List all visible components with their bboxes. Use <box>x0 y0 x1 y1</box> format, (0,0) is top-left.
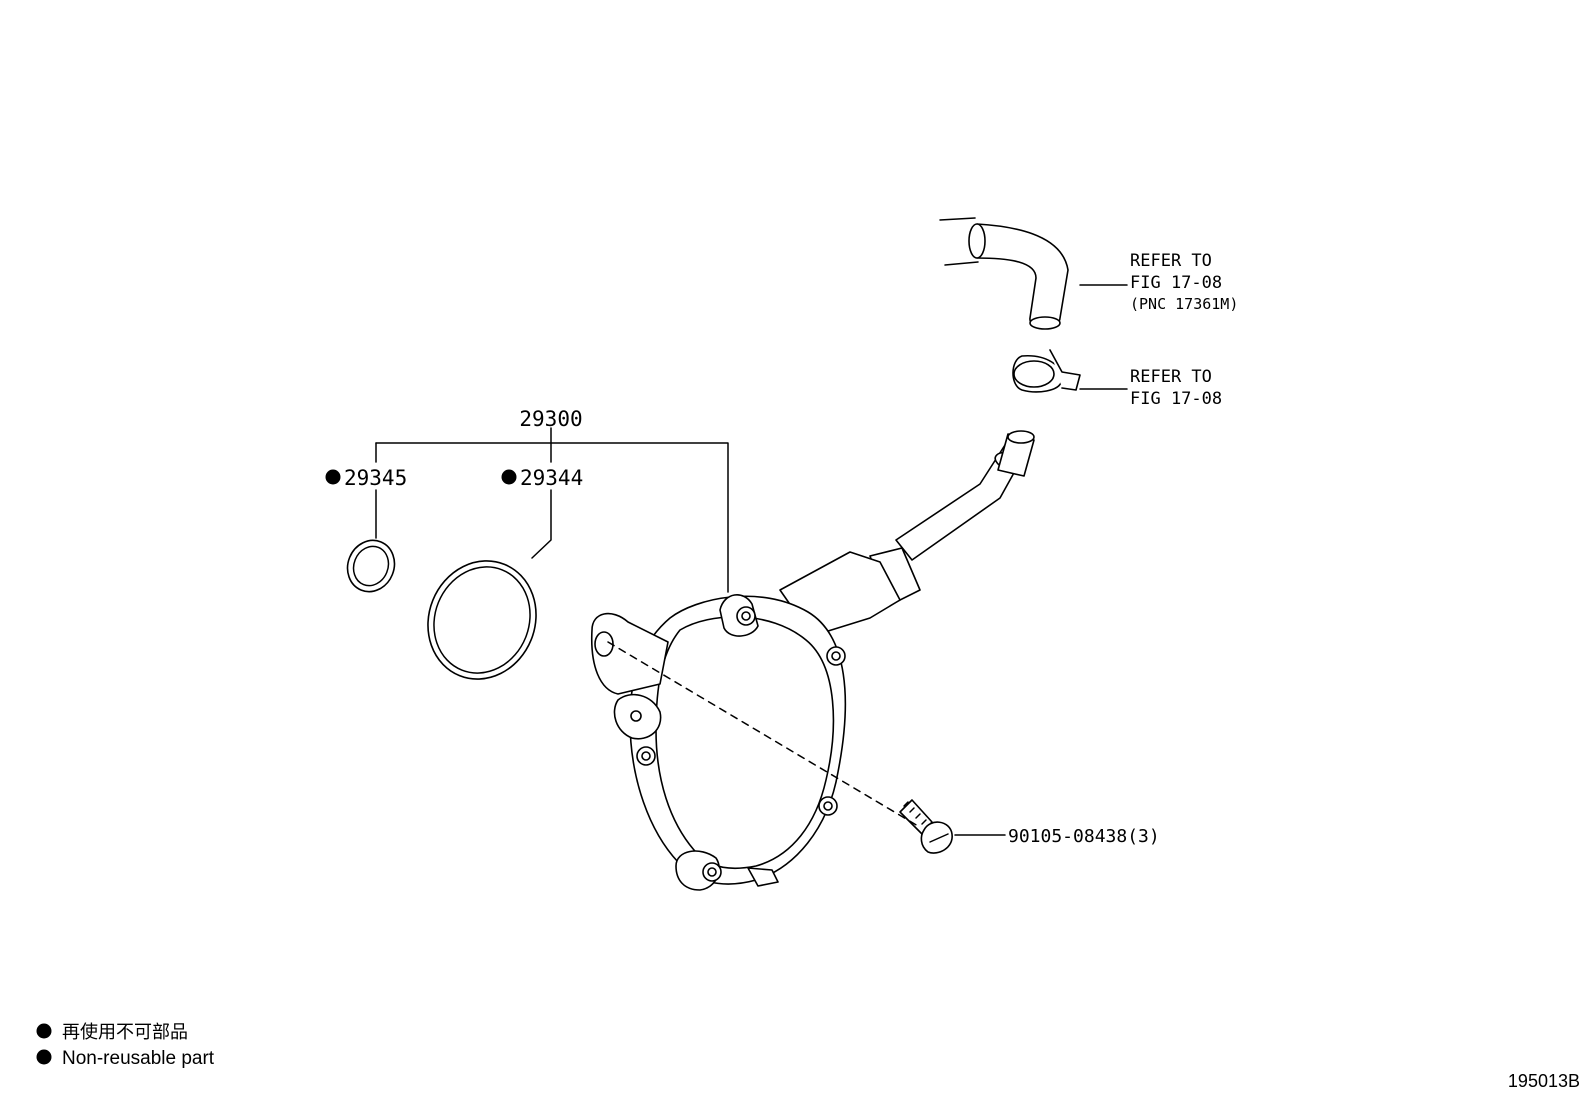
clamp-ref-line-2: FIG 17-08 <box>1130 389 1222 409</box>
legend-en: Non-reusable part <box>62 1048 215 1069</box>
hose-ref-line-3: (PNC 17361M) <box>1130 295 1238 313</box>
callout-bolt: 90105-08438(3) <box>1008 826 1160 847</box>
small-o-ring <box>346 539 396 593</box>
figure-id: 195013B <box>1508 1071 1580 1091</box>
legend-jp: 再使用不可部品 <box>62 1022 188 1042</box>
legend-bullet-icon <box>36 1023 52 1039</box>
clamp-ref-line-1: REFER TO <box>1130 367 1212 387</box>
legend: 再使用不可部品 Non-reusable part <box>36 1022 215 1069</box>
vacuum-pump-body <box>590 594 847 891</box>
bolt <box>899 799 953 854</box>
hose-ref-line-2: FIG 17-08 <box>1130 273 1222 293</box>
hose-ref-line-1: REFER TO <box>1130 251 1212 271</box>
callout-29345: 29345 <box>344 466 407 490</box>
legend-bullet-icon <box>36 1049 52 1065</box>
callout-29300: 29300 <box>519 407 582 431</box>
non-reusable-marker-icon <box>501 469 517 485</box>
hose-reference-note: REFER TO FIG 17-08 (PNC 17361M) <box>1130 251 1238 313</box>
leader-lines <box>375 284 1128 836</box>
callout-29344: 29344 <box>520 466 583 490</box>
non-reusable-marker-icon <box>325 469 341 485</box>
large-o-ring <box>427 560 537 680</box>
hose-clamp <box>1012 349 1081 393</box>
pump-pipe <box>779 430 1035 637</box>
upper-hose <box>939 217 1069 330</box>
clamp-reference-note: REFER TO FIG 17-08 <box>1130 367 1222 409</box>
